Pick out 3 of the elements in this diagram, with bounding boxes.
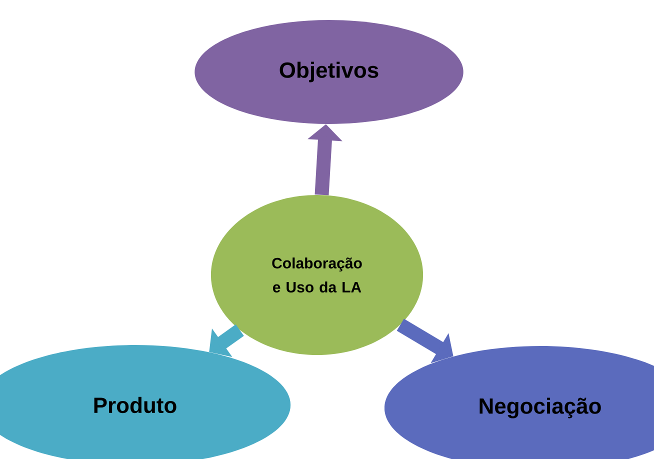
ellipse-node: Colaboração e Uso da LA bbox=[210, 195, 424, 355]
ellipse-node: Objetivos bbox=[194, 20, 464, 124]
block-arrow bbox=[209, 324, 244, 357]
